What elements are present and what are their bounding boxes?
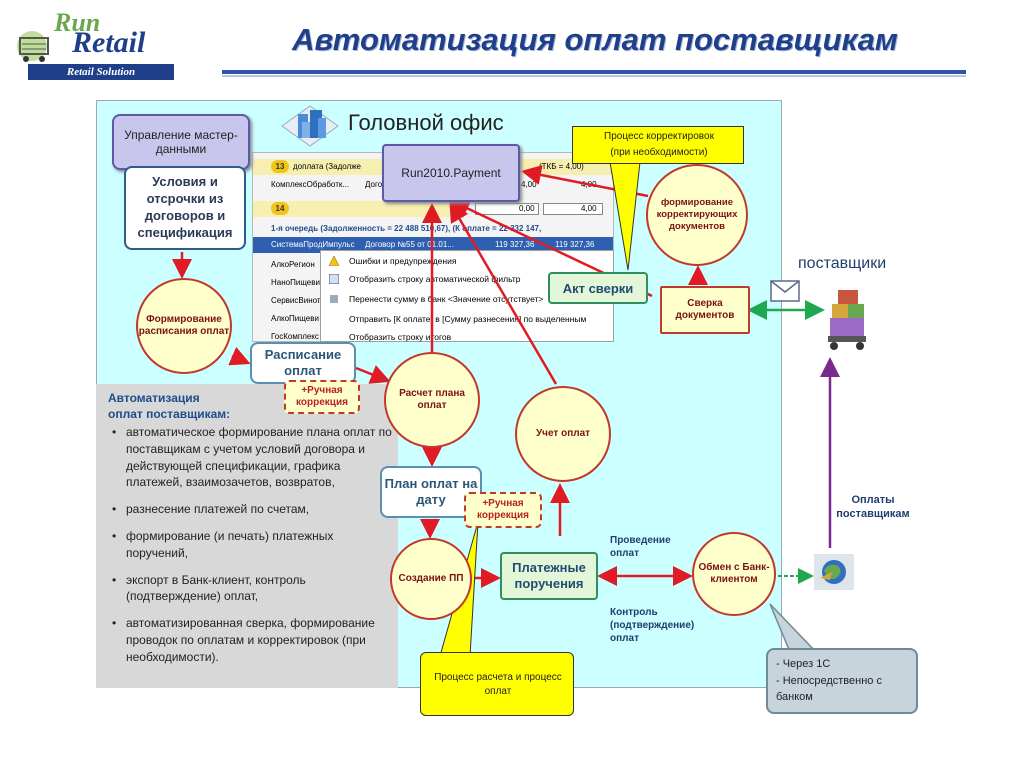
- grid-cell-doc: Договор №55 от 01.01...: [365, 240, 454, 249]
- envelope-icon: [770, 280, 800, 302]
- create-pp-circle: Создание ПП: [390, 538, 472, 620]
- bank-callout: [766, 648, 918, 714]
- manual-correction-badge: +Ручная коррекция: [284, 380, 360, 414]
- title-underline-light: [222, 75, 966, 77]
- grid-cell-name: ГосКомплекс: [271, 332, 319, 341]
- grid-row-text: 1-я очередь (Задолженность = 22 488 510,…: [271, 224, 542, 233]
- menu-item-label: Отправить [К оплате] в [Сумму разнесения…: [349, 314, 587, 324]
- grid-cell-doc: Дого: [365, 180, 383, 189]
- grid-cell-name: СервисВинот: [271, 296, 321, 305]
- adjusting-docs-circle: формирование корректирующих документов: [646, 164, 748, 266]
- grid-badge: 14: [271, 202, 289, 215]
- menu-item-label: Ошибки и предупреждения: [349, 256, 457, 266]
- logo-run-text: Run: [54, 8, 101, 37]
- grid-group-row: 14: [253, 201, 463, 217]
- run-retail-logo: Run Retail Retail Solution: [14, 8, 174, 80]
- office-building-icon: [281, 105, 339, 147]
- office-title: Головной офис: [348, 110, 504, 135]
- automation-title-line: оплат поставщикам:: [108, 407, 231, 422]
- adjust-process-callout: Процесс корректировок (при необходимости…: [572, 126, 744, 164]
- payment-schedule-box: Расписание оплат: [250, 342, 356, 384]
- automation-title: Автоматизация оплат поставщикам:: [108, 390, 230, 422]
- menu-item-label: Отобразить строку итогов: [349, 332, 452, 342]
- calc-process-callout: Процесс расчета и процесс оплат: [420, 652, 574, 716]
- schedule-forming-circle: Формирование расписания оплат: [136, 278, 232, 374]
- payment-orders-box: Платежные поручения: [500, 552, 598, 600]
- master-data-box: Управление мастер-данными: [112, 114, 250, 170]
- automation-item: формирование (и печать) платежных поруче…: [108, 528, 392, 562]
- grid-total-value: 0,00: [519, 204, 535, 213]
- grid-cell-name: АлкоРегион: [271, 260, 315, 269]
- logo-subtitle: Retail Solution: [28, 64, 174, 80]
- menu-item-label: Отобразить строку автоматической фильтр: [349, 274, 521, 284]
- callout-text: Процесс расчета и процесс оплат: [434, 672, 562, 697]
- automation-item: автоматическое формирование плана оплат …: [108, 424, 392, 491]
- transfer-icon: [330, 295, 338, 303]
- bank-exchange-circle: Обмен с Банк-клиентом: [692, 532, 776, 616]
- control-label: Контроль (подтверждение) оплат: [610, 607, 695, 644]
- automation-item: разнесение платежей по счетам,: [108, 501, 392, 518]
- menu-item[interactable]: Отобразить строку итогов: [321, 329, 615, 345]
- menu-item[interactable]: Отправить [К оплате] в [Сумму разнесения…: [321, 311, 615, 327]
- menu-item-label: Перенести сумму в банк <Значение отсутст…: [349, 294, 544, 304]
- grid-row: АлкоПищеви: [253, 311, 613, 327]
- bank-callout-line: - Непосредственно с банком: [776, 674, 882, 704]
- payment-system-box: Run2010.Payment: [382, 144, 520, 202]
- grid-cell-name: СистемаПродИмпульс: [271, 240, 355, 249]
- callout-line: (при необходимости): [610, 147, 708, 158]
- automation-title-line: Автоматизация: [108, 391, 200, 405]
- payment-accounting-circle: Учет оплат: [515, 386, 611, 482]
- grid-cell-name: АлкоПищеви: [271, 314, 319, 323]
- supplier-boxes-icon: [828, 290, 866, 350]
- posting-label: Проведение оплат: [610, 535, 671, 559]
- grid-row: ГосКомплекс: [253, 329, 613, 341]
- grid-cell-name: НаноПищеви: [271, 278, 320, 287]
- grid-badge: 13: [271, 160, 289, 173]
- plan-calculation-circle: Расчет плана оплат: [384, 352, 480, 448]
- logo-retail-text: Retail: [72, 26, 146, 59]
- automation-item: автоматизированная сверка, формирование …: [108, 615, 392, 665]
- grid-total-value: 4,00: [581, 204, 597, 213]
- page-title: Автоматизация оплат поставщикам: [292, 22, 898, 57]
- document-reconciliation-box: Сверка документов: [660, 286, 750, 334]
- grid-group-row: 1-я очередь (Задолженность = 22 488 510,…: [253, 221, 613, 237]
- automation-list: автоматическое формирование плана оплат …: [108, 424, 392, 676]
- grid-cell-value: 4,00: [521, 180, 537, 189]
- bank-client-icon: [814, 554, 854, 590]
- manual-correction-badge: +Ручная коррекция: [464, 492, 542, 528]
- menu-item[interactable]: Ошибки и предупреждения: [321, 253, 615, 269]
- grid-cell-name: КомплексОбработк...: [271, 180, 350, 189]
- contract-conditions-box: Условия и отсрочки из договоров и специф…: [124, 166, 246, 250]
- bank-callout-line: - Через 1С: [776, 658, 831, 670]
- bank-callout-text: - Через 1С - Непосредственно с банком: [776, 656, 912, 706]
- grid-row: АлкоРегион: [253, 257, 613, 273]
- grid-row: СервисВинот: [253, 293, 613, 309]
- grid-row-tail: (ТКБ = 4,00): [539, 162, 584, 171]
- menu-item[interactable]: Отобразить строку автоматической фильтр: [321, 271, 615, 287]
- automation-item: экспорт в Банк-клиент, контроль (подтвер…: [108, 572, 392, 606]
- grid-row: НаноПищеви: [253, 275, 613, 291]
- title-underline: [222, 70, 966, 74]
- cart-icon: [17, 31, 49, 62]
- supplier-payments-label: Оплаты поставщикам: [836, 494, 910, 521]
- menu-item[interactable]: Перенести сумму в банк <Значение отсутст…: [321, 291, 615, 307]
- grid-row-text: доплата (Задолже: [293, 162, 361, 171]
- suppliers-label: поставщики: [798, 255, 887, 272]
- filter-icon: [329, 274, 339, 284]
- reconciliation-act-box: Акт сверки: [548, 272, 648, 304]
- callout-line: Процесс корректировок: [604, 131, 714, 142]
- grid-cell-value: 4,00: [581, 180, 597, 189]
- warning-icon: [329, 256, 339, 266]
